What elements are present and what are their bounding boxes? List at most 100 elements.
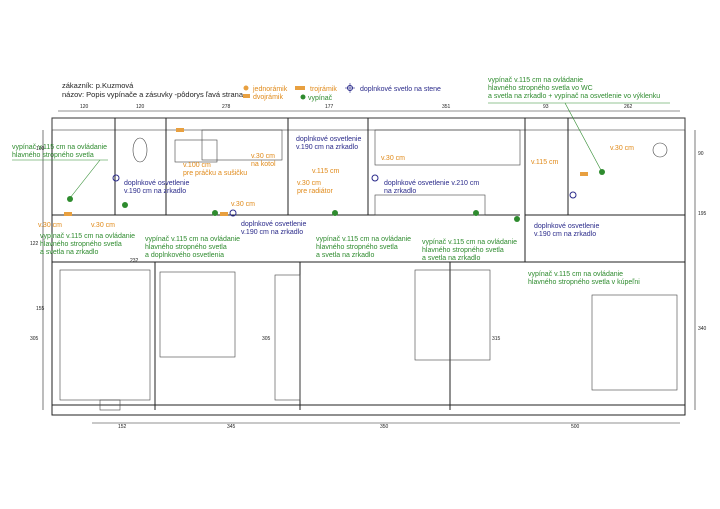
dim-top-5: 351	[442, 104, 451, 110]
socket-icon	[176, 128, 184, 132]
l3-l1: doplnkové osvetlenie	[296, 136, 361, 143]
switch-icon	[514, 216, 520, 222]
dim-bottom-4: 500	[571, 424, 580, 430]
sw3-l2: hlavného stropného svetla	[145, 244, 227, 251]
legend-switch: vypínač	[308, 95, 333, 102]
l1-l1: doplnkové osvetlenie	[124, 180, 189, 187]
s8: v.30 cm	[381, 155, 405, 162]
sw4-l3: a svetla na zrkadlo	[316, 252, 374, 259]
dim-left-4: 305	[30, 336, 39, 342]
sw2-l2: hlavného stropného svetla	[40, 241, 122, 248]
l4-l1: doplnkové osvetlenie v.210 cm	[384, 180, 479, 187]
dimensions-top: 120 120 278 177 351 93 262	[58, 104, 680, 112]
l1-l2: v.190 cm na zrkadlo	[124, 188, 186, 195]
l5-l2: v.190 cm na zrkadlo	[534, 231, 596, 238]
sw2-l1: vypínač v.115 cm na ovládanie	[40, 233, 135, 240]
s2-l2: na kotol	[251, 161, 276, 168]
single-frame-icon	[243, 85, 249, 91]
l2-l1: doplnkové osvetlenie	[241, 221, 306, 228]
switch-icon	[67, 196, 73, 202]
dim-inner-3: 315	[492, 336, 501, 342]
s2-l1: v.30 cm	[251, 153, 275, 160]
sw5-l3: a svetla na zrkadlo	[422, 255, 480, 262]
s4: v.115 cm	[312, 168, 340, 175]
s5: v.30 cm	[38, 222, 62, 229]
s10: v.115 cm	[531, 159, 559, 166]
legend-extra-light: doplnkové svetlo na stene	[360, 86, 441, 93]
drawing-title: názov: Popis vypínače a zásuvky -pôdorys…	[62, 90, 244, 99]
sw3-l3: a doplnkového osvetlenia	[145, 252, 224, 259]
sw3-l1: vypínač v.115 cm na ovládanie	[145, 236, 240, 243]
dim-top-4: 177	[325, 104, 334, 110]
legend-double: dvojrámik	[253, 94, 283, 101]
dim-left-3: 155	[36, 306, 45, 312]
dim-top-6: 93	[543, 104, 549, 110]
customer-label: zákazník: p.Kuzmová	[62, 81, 134, 90]
dim-left-2: 122	[30, 241, 39, 247]
dim-left-1: 100	[36, 146, 45, 152]
l3-l2: v.190 cm na zrkadlo	[296, 144, 358, 151]
dimensions-bottom: 152 345 350 500	[92, 422, 680, 430]
dim-right-3: 340	[698, 326, 707, 332]
legend-triple: trojrámik	[310, 86, 337, 93]
dim-top-7: 262	[624, 104, 633, 110]
dim-inner-1: 232	[130, 258, 139, 264]
sw1-l1: vypínač v.115 cm na ovládanie	[12, 144, 107, 151]
s9: v.30 cm	[610, 145, 634, 152]
sw1-l2: hlavného stropného svetla	[12, 152, 94, 159]
l5-l1: doplnkové osvetlenie	[534, 223, 599, 230]
switch-icon	[300, 94, 306, 100]
dim-bottom-3: 350	[380, 424, 389, 430]
wall-light-icon	[371, 174, 379, 182]
legend: jednorámik dvojrámik trojrámik vypínač d…	[243, 83, 441, 102]
s1-l1: v.100 cm	[183, 162, 211, 169]
sw5-l1: vypínač v.115 cm na ovládanie	[422, 239, 517, 246]
switch-icon	[473, 210, 479, 216]
sw7-l3: a svetla na zrkadlo + vypínač na osvetle…	[488, 93, 660, 100]
socket-icon	[64, 212, 72, 216]
s7: v.30 cm	[231, 201, 255, 208]
triple-frame-icon	[295, 86, 305, 90]
sw6-l2: hlavného stropného svetla v kúpeľni	[528, 279, 640, 286]
dim-top-3: 278	[222, 104, 231, 110]
l4-l2: na zrkadlo	[384, 188, 416, 195]
dim-right-1: 90	[698, 151, 704, 157]
symbols	[64, 128, 605, 222]
double-frame-icon	[243, 94, 250, 98]
s6: v.30 cm	[91, 222, 115, 229]
walls	[51, 117, 686, 416]
s3-l1: v.30 cm	[297, 180, 321, 187]
wall-light-icon	[569, 191, 577, 199]
dim-inner-2: 305	[262, 336, 271, 342]
legend-single: jednorámik	[252, 86, 288, 93]
dim-bottom-2: 345	[227, 424, 236, 430]
l2-l2: v.190 cm na zrkadlo	[241, 229, 303, 236]
socket-icon	[220, 212, 228, 216]
dim-bottom-1: 152	[118, 424, 127, 430]
switch-icon	[122, 202, 128, 208]
dimensions-side: 100 122 155 305 90 195 340 232 305 315	[30, 130, 707, 410]
dim-right-2: 195	[698, 211, 707, 217]
switch-icon	[599, 169, 605, 175]
sw7-l2: hlavného stropného svetla vo WC	[488, 85, 593, 92]
wall-light-icon	[112, 174, 120, 182]
dim-top-2: 120	[136, 104, 145, 110]
sw6-l1: vypínač v.115 cm na ovládanie	[528, 271, 623, 278]
